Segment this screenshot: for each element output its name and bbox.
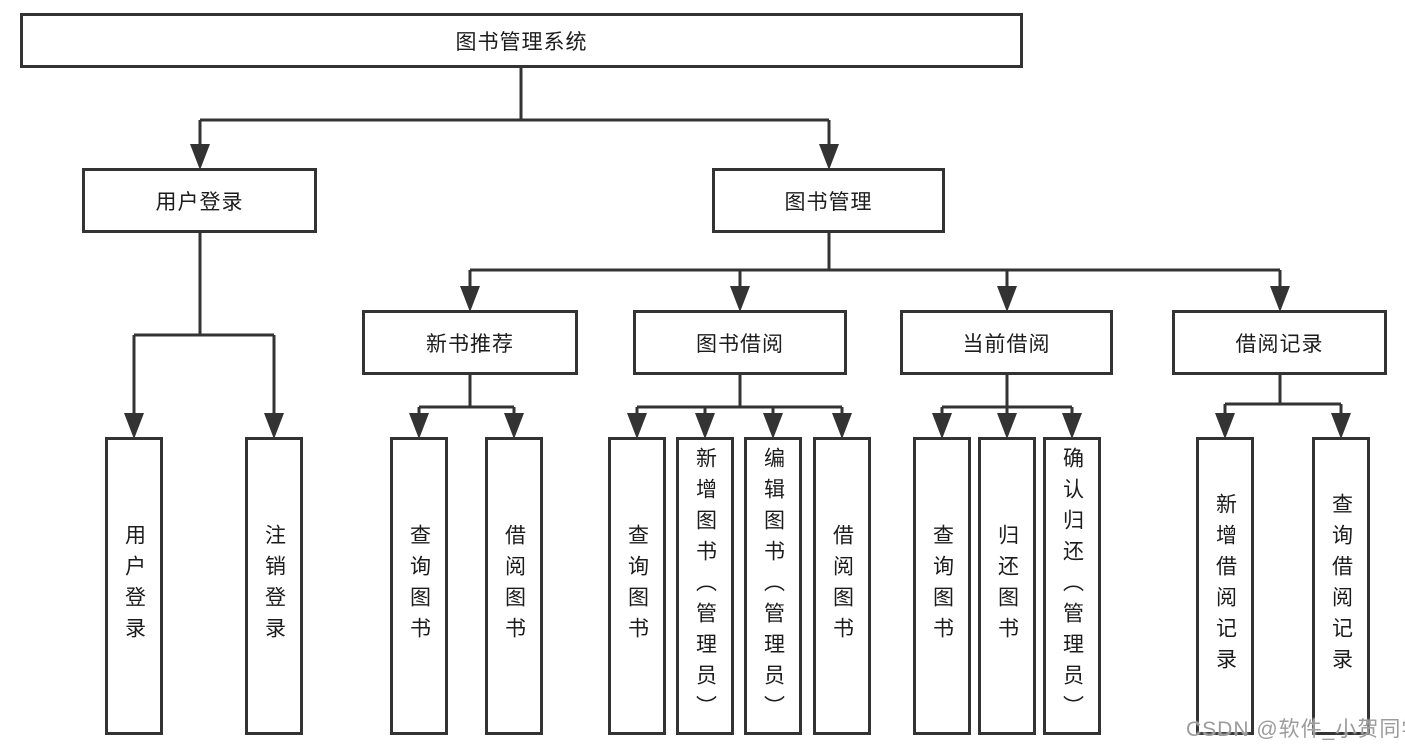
leaf-label: 查询图书 [407,524,431,648]
leaf-borrow-books-recommend: 借阅图书 [485,437,543,735]
leaf-edit-book-admin: 编辑图书（管理员） [744,437,802,735]
connector-paths [132,68,1343,420]
node-new-book-recommend: 新书推荐 [362,310,578,375]
leaf-label: 注销登录 [262,524,286,648]
leaf-return-book: 归还图书 [978,437,1036,735]
arrowheads [124,144,1351,439]
leaf-label: 查询图书 [930,524,954,648]
leaf-label: 借阅图书 [502,524,526,648]
leaf-confirm-return-admin: 确认归还（管理员） [1043,437,1101,735]
node-current-borrow: 当前借阅 [900,310,1113,375]
leaf-label: 查询图书 [625,524,649,648]
leaf-query-borrow-record: 查询借阅记录 [1312,437,1370,735]
leaf-label: 编辑图书（管理员） [761,446,785,726]
leaf-add-borrow-record: 新增借阅记录 [1196,437,1254,735]
leaf-label: 新增借阅记录 [1213,493,1237,679]
leaf-label: 查询借阅记录 [1329,493,1353,679]
leaf-user-login: 用户登录 [105,437,163,735]
leaf-label: 归还图书 [995,524,1019,648]
leaf-label: 用户登录 [122,524,146,648]
node-borrow-records: 借阅记录 [1172,310,1387,375]
leaf-query-books-recommend: 查询图书 [390,437,448,735]
node-user-login: 用户登录 [82,168,317,233]
leaf-borrow-books: 借阅图书 [813,437,871,735]
leaf-query-books-borrow: 查询图书 [608,437,666,735]
leaf-add-book-admin: 新增图书（管理员） [676,437,734,735]
node-book-management: 图书管理 [712,168,945,233]
leaf-label: 新增图书（管理员） [693,446,717,726]
leaf-query-books-current: 查询图书 [913,437,971,735]
leaf-label: 借阅图书 [830,524,854,648]
node-root-library-system: 图书管理系统 [20,13,1023,68]
node-book-borrow: 图书借阅 [633,310,847,375]
leaf-logout: 注销登录 [245,437,303,735]
watermark: CSDN @软件_小贺同学 [1186,718,1405,741]
leaf-label: 确认归还（管理员） [1060,446,1084,726]
